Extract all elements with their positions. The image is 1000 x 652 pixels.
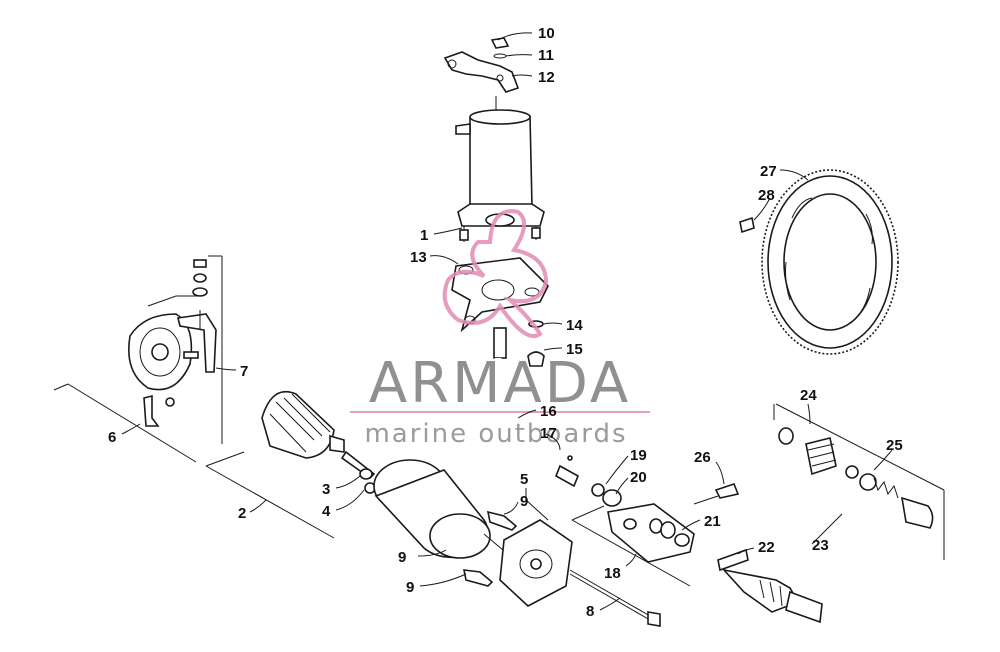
callout-6: 6 xyxy=(108,429,116,446)
callout-13: 12 xyxy=(538,69,555,86)
callout-21: 20 xyxy=(630,469,647,486)
callout-7: 7 xyxy=(240,363,248,380)
callout-24: 23 xyxy=(812,537,829,554)
brush-holder xyxy=(591,483,740,563)
callout-26: 25 xyxy=(886,437,903,454)
callout-18: 17 xyxy=(540,425,557,442)
callout-23: 22 xyxy=(758,539,775,556)
callout-11: 10 xyxy=(538,25,555,42)
callout-14: 13 xyxy=(410,249,427,266)
motor-housing xyxy=(373,459,511,559)
callout-25: 24 xyxy=(800,387,817,404)
callout-22: 21 xyxy=(704,513,721,530)
callout-9a: 9 xyxy=(520,493,528,510)
callout-5: 5 xyxy=(520,471,528,488)
callout-10: 9 xyxy=(398,549,406,566)
callout-4: 4 xyxy=(322,503,331,520)
callout-8: 8 xyxy=(586,603,594,620)
callout-29: 28 xyxy=(758,187,775,204)
callout-17: 16 xyxy=(540,403,557,420)
end-cap-assembly xyxy=(128,255,223,444)
callouts: 10 11 12 1 13 14 15 16 17 7 6 3 4 2 5 9 … xyxy=(108,25,903,620)
callout-20: 19 xyxy=(630,447,647,464)
armature xyxy=(261,390,376,494)
callout-19: 18 xyxy=(604,565,621,582)
callout-12: 11 xyxy=(538,47,554,64)
callout-27: 26 xyxy=(694,449,711,466)
callout-2: 2 xyxy=(238,505,246,522)
callout-16: 15 xyxy=(566,341,583,358)
watermark-brand: ARMADA xyxy=(369,351,631,416)
watermark: ARMADA marine outboards xyxy=(350,209,650,449)
mounting-bracket xyxy=(443,37,520,93)
watermark-tagline: marine outboards xyxy=(364,419,627,449)
assembly-brackets xyxy=(53,383,691,587)
pinion-assembly xyxy=(773,403,945,560)
callout-1: 1 xyxy=(420,227,428,244)
callout-9b: 9 xyxy=(406,579,414,596)
callout-28: 27 xyxy=(760,163,777,180)
front-cover xyxy=(462,510,661,627)
callout-3: 3 xyxy=(322,481,330,498)
callout-15: 14 xyxy=(566,317,583,334)
starter-motor xyxy=(455,96,545,242)
starter-cable xyxy=(493,327,580,488)
ring-gear xyxy=(739,169,899,355)
drive-shaft xyxy=(717,548,823,624)
watermark-logo-mark xyxy=(442,209,549,338)
